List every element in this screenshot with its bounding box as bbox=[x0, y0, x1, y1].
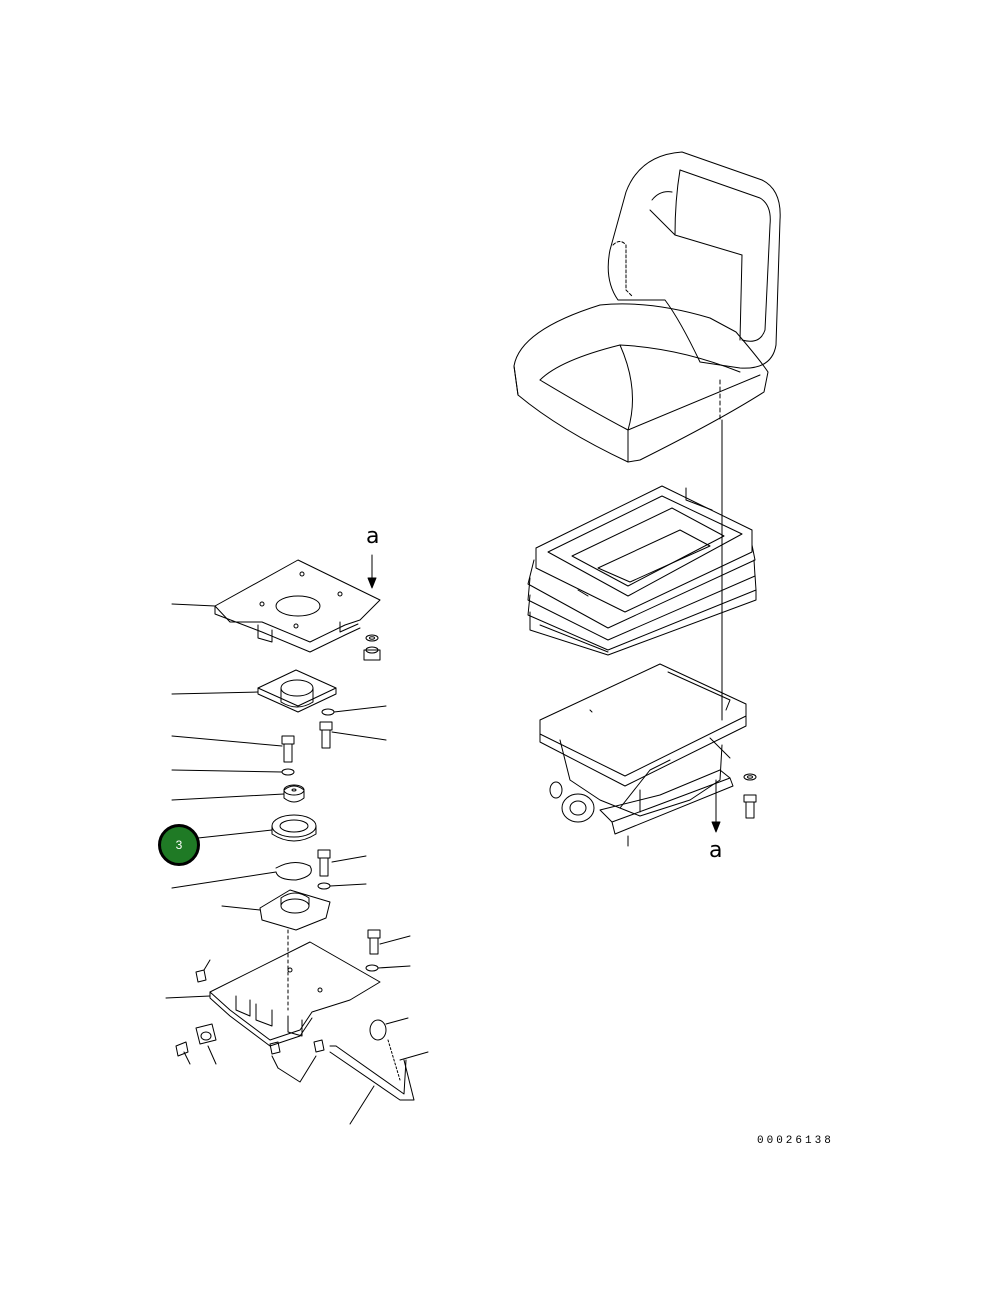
mounting-bracket bbox=[165, 929, 411, 1047]
swivel-plate-top bbox=[171, 554, 381, 661]
view-label-bottom: a bbox=[709, 838, 723, 863]
thrust-bearing bbox=[197, 814, 317, 842]
view-label-top: a bbox=[366, 524, 380, 549]
bearing-housing bbox=[171, 669, 387, 749]
snap-ring-and-bolts bbox=[171, 849, 367, 890]
seat-cushion bbox=[513, 303, 769, 463]
callout-badge-3[interactable]: 3 bbox=[158, 824, 200, 866]
drawing-number: 00026138 bbox=[757, 1135, 834, 1147]
swivel-base-housing bbox=[221, 889, 331, 1011]
seat-backrest bbox=[607, 151, 781, 369]
suspension-bellows bbox=[527, 485, 757, 656]
seat-assembly bbox=[513, 151, 781, 721]
lever-and-pins bbox=[175, 1017, 429, 1125]
suspension-base bbox=[539, 663, 757, 847]
bolt-and-washers bbox=[171, 735, 305, 803]
